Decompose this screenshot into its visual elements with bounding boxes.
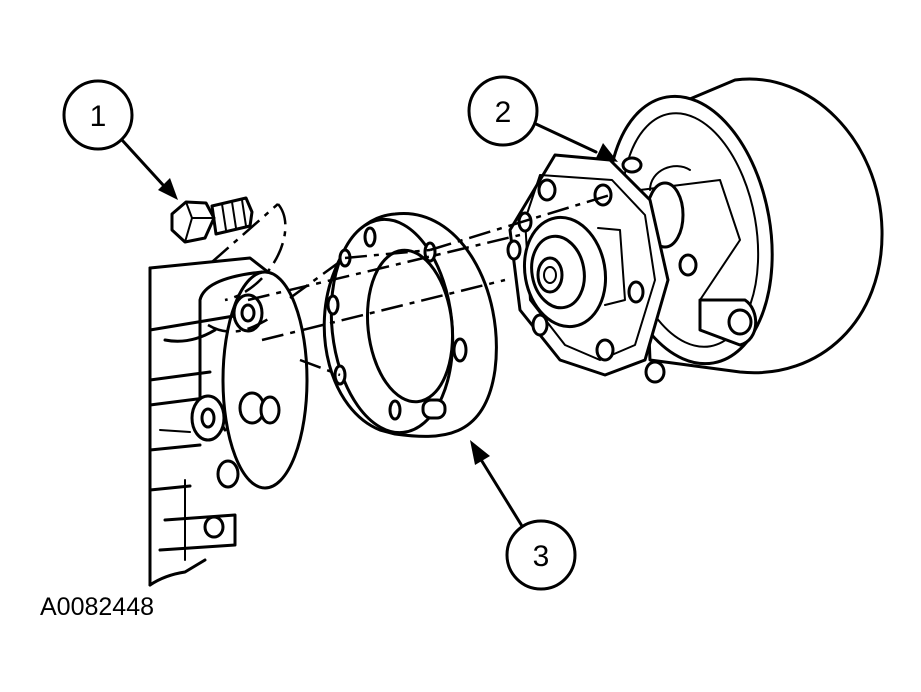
figure-id: A0082448	[40, 593, 154, 621]
alignment-lines	[207, 193, 611, 377]
callout-3-label: 3	[533, 540, 550, 573]
mounting-bracket-icon	[148, 256, 309, 587]
callout-2: 2	[467, 75, 618, 162]
ac-compressor-icon	[506, 77, 884, 384]
callout-3: 3	[470, 440, 577, 591]
callout-1: 1	[62, 79, 178, 200]
bolt-icon	[170, 196, 254, 244]
callout-1-label: 1	[90, 100, 107, 133]
callout-2-label: 2	[495, 96, 512, 129]
spacer-plate-icon	[322, 212, 498, 438]
